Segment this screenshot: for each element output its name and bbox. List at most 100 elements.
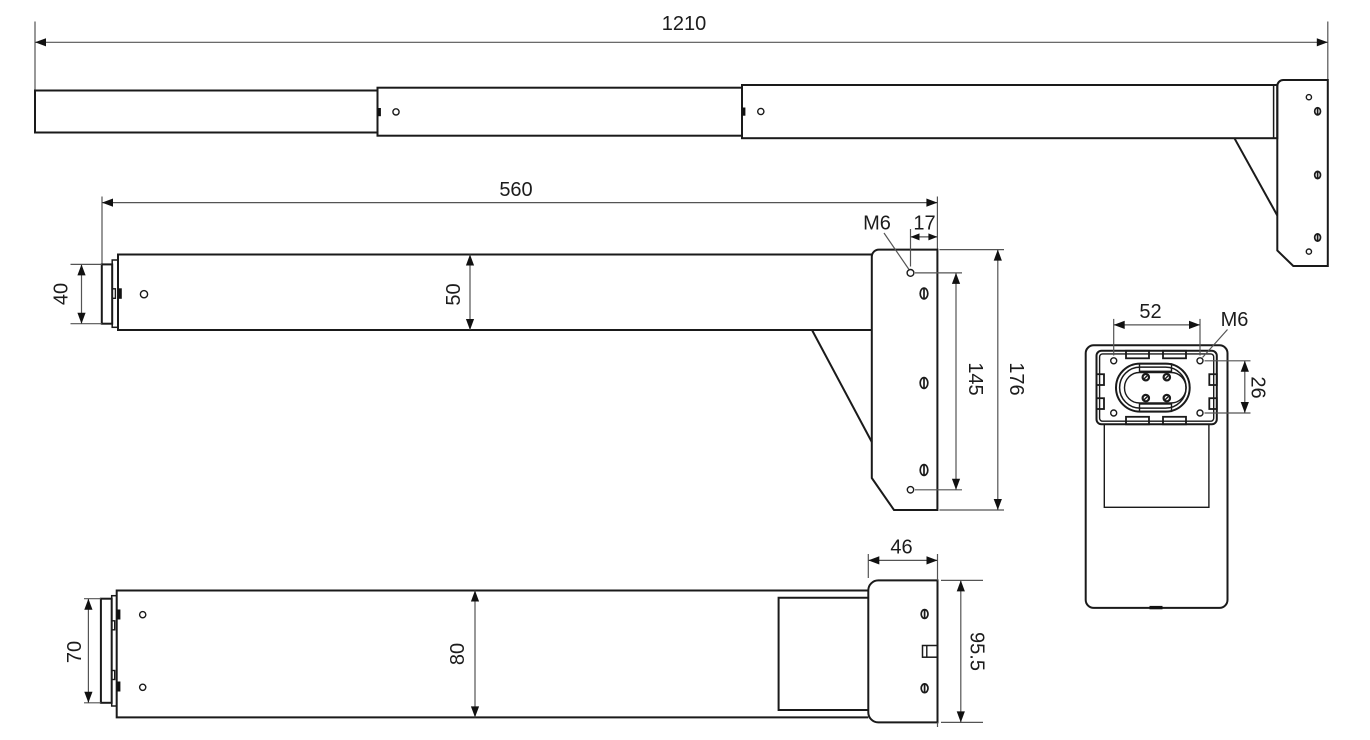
wall-plate: [1276, 79, 1329, 267]
m6-hole: [1196, 409, 1204, 417]
dim-extended-length: 560: [101, 179, 939, 264]
dim-label-46: 46: [890, 537, 912, 559]
thread-callout: M6: [1202, 309, 1249, 358]
plate-slot: [1313, 106, 1322, 116]
end-cap-outer: [100, 263, 114, 325]
arrowhead-down: [465, 319, 475, 330]
dim-label-70: 70: [64, 641, 86, 663]
m6-hole: [1109, 357, 1118, 365]
dim-label-95-5: 95.5: [966, 632, 988, 671]
cap-notch: [111, 288, 117, 299]
plate-front-body: [1084, 344, 1229, 609]
support-brace: [811, 329, 873, 443]
outer-tube-body: [117, 253, 872, 331]
end-cap-outer: [99, 597, 113, 704]
clamp-plate-outer: [1095, 349, 1218, 426]
latch-pin: [116, 681, 121, 692]
dim-plate-height: 95.5: [941, 579, 988, 724]
dim-hole-spacing: 145: [915, 272, 986, 491]
outer-tube-body: [115, 589, 869, 719]
end-cap-ring: [110, 594, 118, 707]
clamp-notch-right: [1208, 373, 1218, 386]
dim-plate-depth: 46: [867, 537, 939, 727]
arrowhead-down: [470, 706, 480, 718]
thread-label-m6: M6: [1221, 309, 1249, 331]
contact-pin: [1162, 372, 1172, 382]
arrowhead-up: [1240, 360, 1249, 372]
arrowhead-right: [1189, 320, 1200, 329]
m6-tapped-hole: [906, 268, 915, 278]
bottom-tab: [1149, 605, 1163, 610]
arrowhead-right: [1316, 38, 1328, 47]
oval-boss-inner: [1123, 371, 1187, 404]
arrowhead-down: [1240, 402, 1249, 413]
plate-hole: [906, 485, 915, 494]
side-view: 560 40 50: [51, 179, 1027, 511]
dim-label-17: 17: [913, 213, 935, 235]
cap-notch: [110, 620, 116, 631]
arrowhead-down: [951, 478, 961, 490]
cap-notch: [110, 669, 116, 681]
arm-segment-2: [376, 86, 743, 137]
latch-window: [921, 644, 939, 658]
dim-end-cap-height: 40: [51, 263, 102, 325]
plate-slot: [920, 683, 929, 694]
pin-hole: [757, 107, 765, 116]
plate-slot: [920, 608, 929, 620]
plate-hole: [1305, 93, 1313, 101]
dim-tube-height: 50: [443, 254, 475, 330]
thread-label-m6: M6: [863, 213, 891, 235]
arrowhead-up: [84, 598, 93, 610]
dim-label-40: 40: [51, 283, 73, 305]
boss-tab-top: [1138, 363, 1173, 372]
pin-hole: [138, 610, 147, 619]
latch-pin: [377, 108, 381, 117]
thread-callout: M6: [863, 213, 910, 270]
pin-hole: [138, 683, 147, 692]
plate-slot: [919, 463, 929, 477]
dim-plate-height: 176: [939, 249, 1027, 511]
mounting-plate-block: [867, 579, 939, 724]
arrowhead-down: [84, 691, 93, 703]
dim-label-145: 145: [964, 362, 986, 395]
mounting-plate: [870, 248, 939, 511]
plate-slot: [919, 287, 929, 300]
arrowhead-up: [993, 249, 1002, 261]
dim-label-50: 50: [443, 283, 465, 305]
dim-label-1210: 1210: [662, 13, 707, 35]
dim-hole-spacing-v: 26: [1204, 360, 1269, 414]
contact-pin: [1141, 393, 1151, 403]
pin-hole: [392, 108, 400, 116]
clamp-notch-left: [1095, 373, 1105, 386]
arm-segment-3: [741, 84, 1279, 140]
arrowhead-right: [926, 198, 938, 207]
dim-label-176: 176: [1005, 362, 1027, 395]
arrowhead-down: [956, 711, 965, 723]
plate-slot: [919, 376, 929, 390]
pin-hole: [139, 289, 149, 299]
contact-pin: [1141, 372, 1151, 382]
boss-tab-bottom: [1138, 403, 1173, 413]
front-view: 52 M6 26: [1084, 301, 1269, 610]
dim-label-80: 80: [447, 643, 469, 665]
latch-pin: [116, 609, 121, 620]
arrowhead-left: [102, 198, 113, 207]
dim-overall-length: 1210: [34, 13, 1329, 90]
dim-hole-spacing-h: 52: [1113, 301, 1201, 356]
dim-edge-offset: 17: [909, 213, 938, 267]
arrowhead-up: [956, 580, 965, 592]
clamp-plate-inner: [1098, 353, 1215, 422]
plate-slot: [1313, 233, 1322, 242]
plate-hole: [1305, 248, 1313, 255]
leader-line: [1202, 329, 1228, 358]
arrowhead-up: [951, 272, 961, 284]
m6-hole: [1196, 357, 1204, 365]
bracket-back-plate: [777, 596, 869, 711]
arrowhead-right: [926, 556, 938, 565]
dim-end-cap-height: 70: [64, 598, 101, 704]
arrowhead-left: [910, 233, 920, 241]
clamp-notch-top: [1162, 349, 1187, 360]
support-brace: [1233, 137, 1279, 216]
dim-tube-height: 80: [447, 590, 480, 718]
